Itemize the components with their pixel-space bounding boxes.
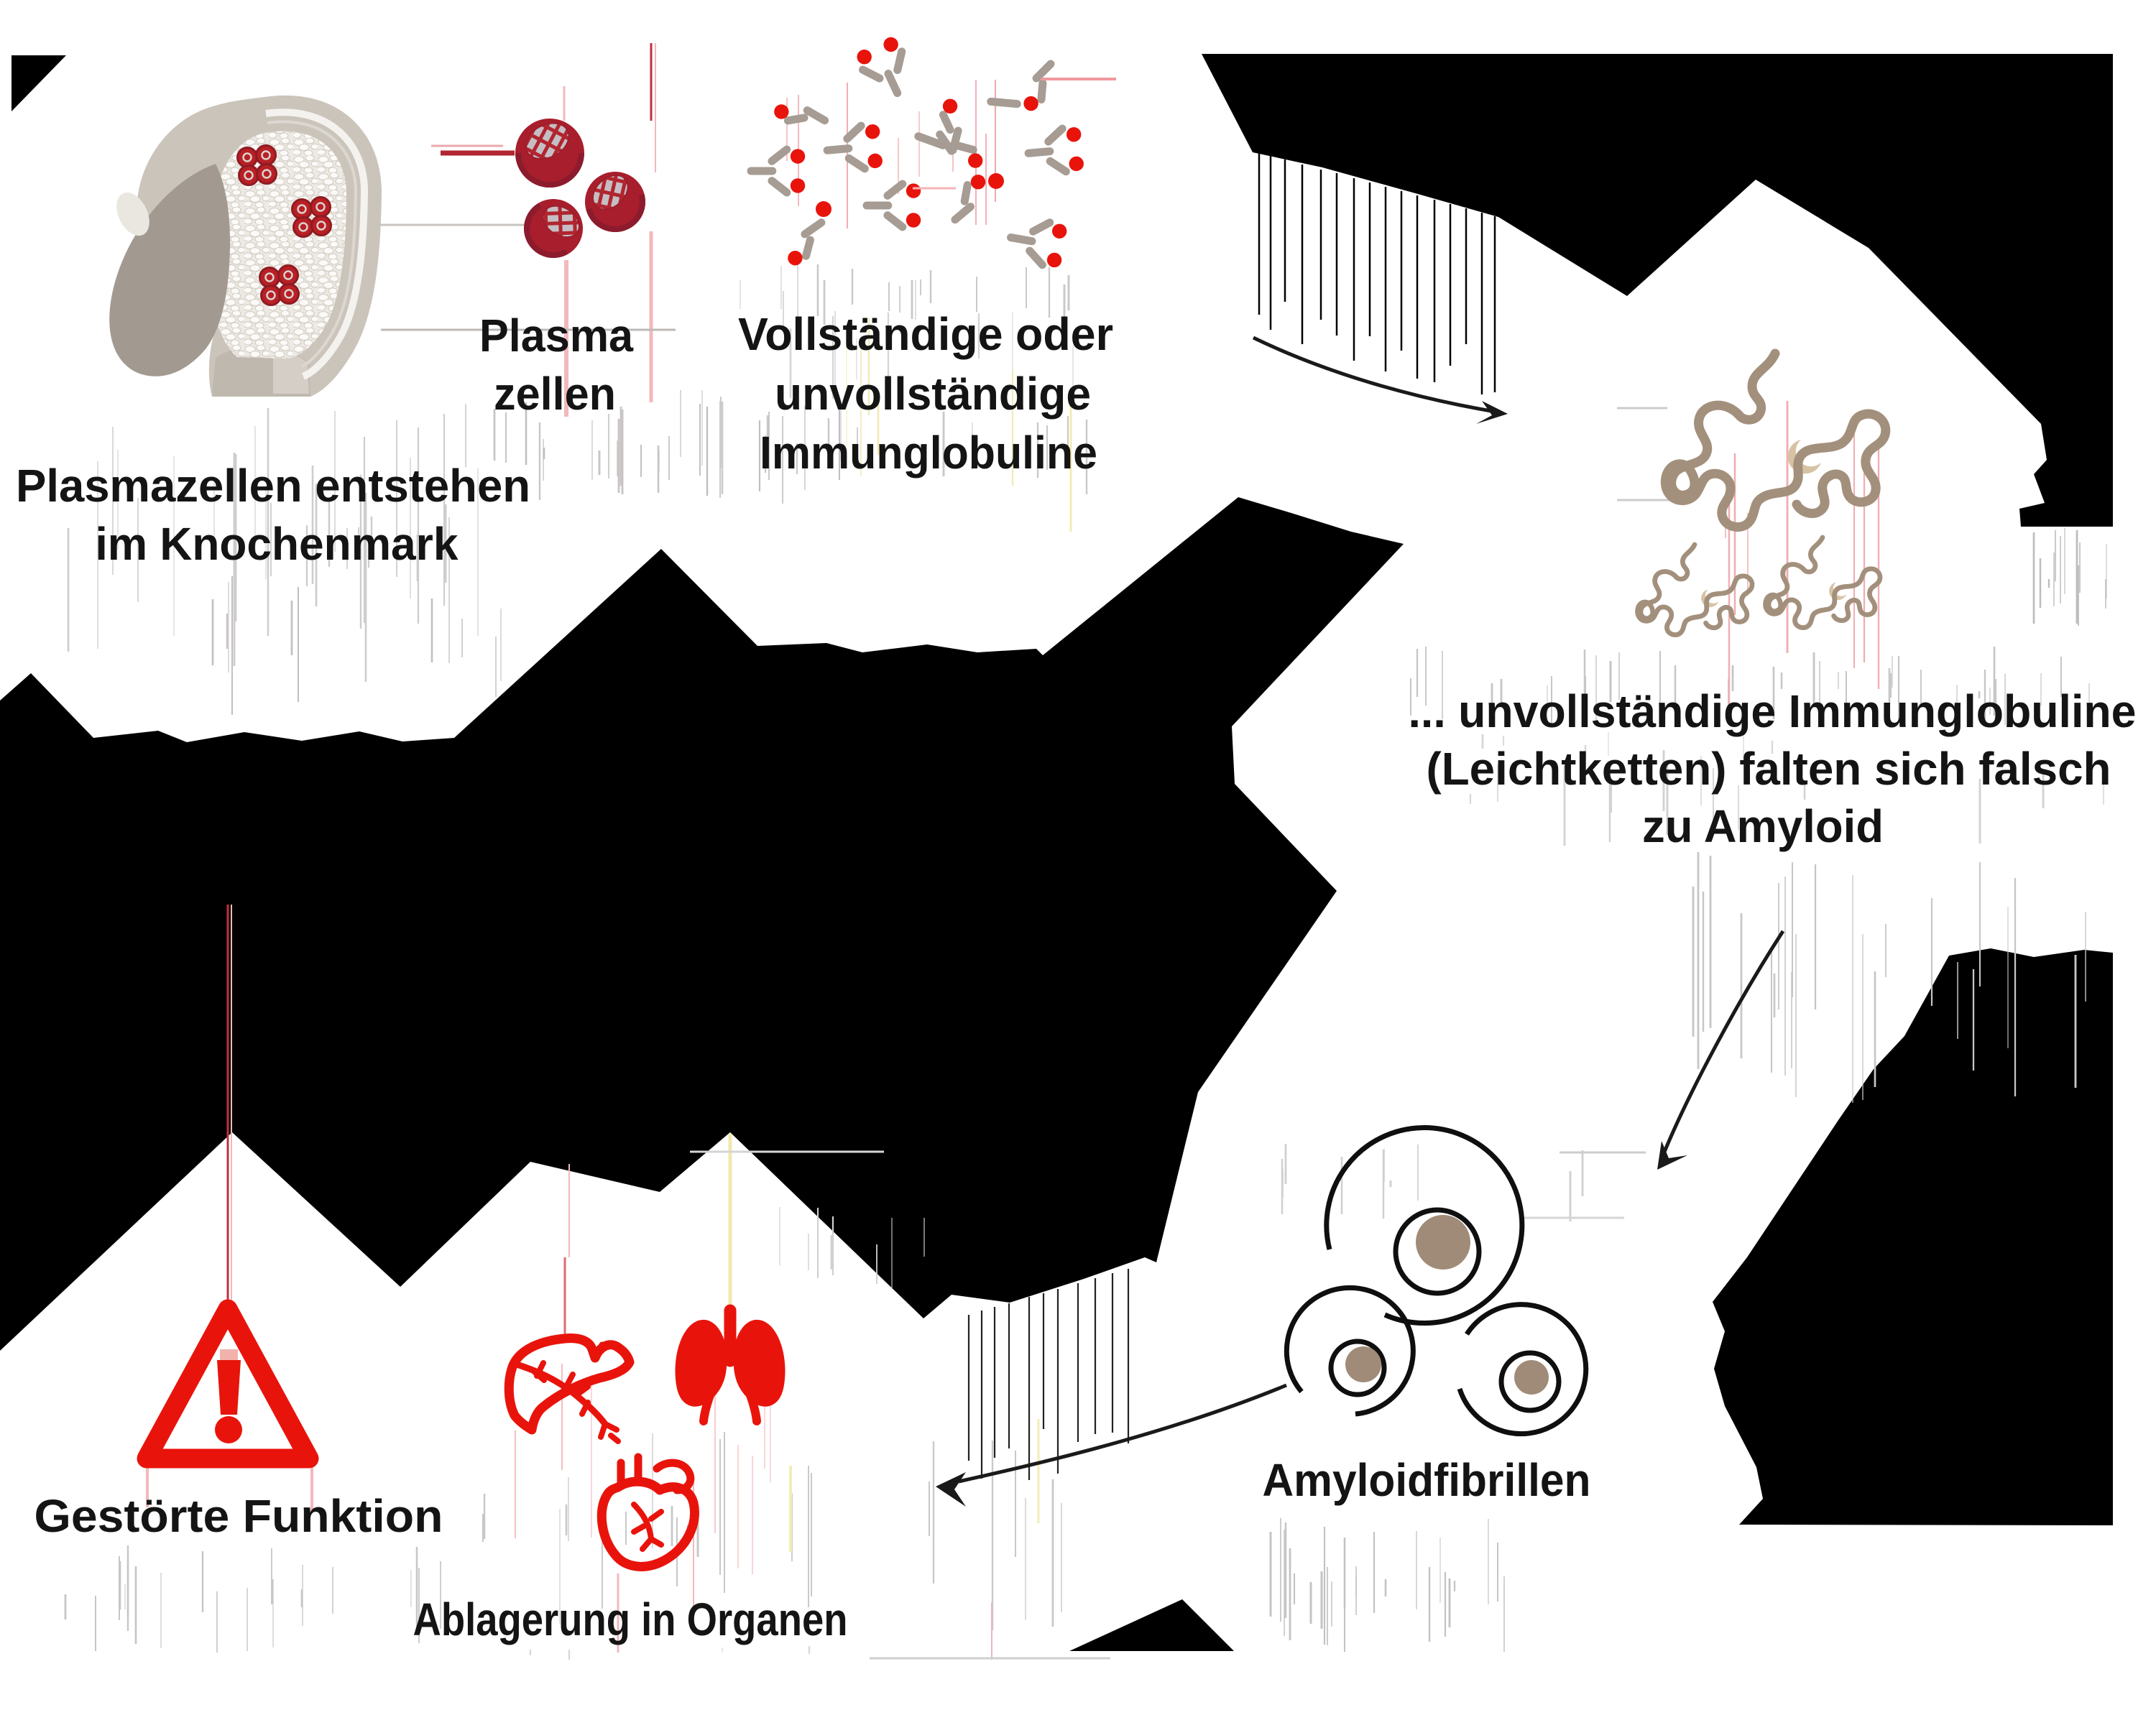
- svg-text:Plasma: Plasma: [479, 310, 633, 361]
- svg-text:zellen: zellen: [494, 368, 616, 420]
- svg-text:Plasmazellen entstehen: Plasmazellen entstehen: [16, 460, 530, 512]
- svg-text:Gestörte Funktion: Gestörte Funktion: [34, 1490, 443, 1542]
- svg-text:Amyloidfibrillen: Amyloidfibrillen: [1263, 1454, 1591, 1506]
- svg-text:... unvollständige Immunglobul: ... unvollständige Immunglobuline: [1409, 685, 2137, 737]
- svg-text:(Leichtketten) falten sich fal: (Leichtketten) falten sich falsch: [1427, 743, 2111, 795]
- svg-text:Vollständige oder: Vollständige oder: [738, 308, 1113, 360]
- svg-text:Immunglobuline: Immunglobuline: [760, 427, 1097, 479]
- svg-text:im Knochenmark: im Knochenmark: [96, 518, 459, 570]
- svg-text:zu Amyloid: zu Amyloid: [1642, 800, 1884, 852]
- svg-text:unvollständige: unvollständige: [775, 368, 1091, 420]
- svg-text:Ablagerung in Organen: Ablagerung in Organen: [413, 1594, 848, 1645]
